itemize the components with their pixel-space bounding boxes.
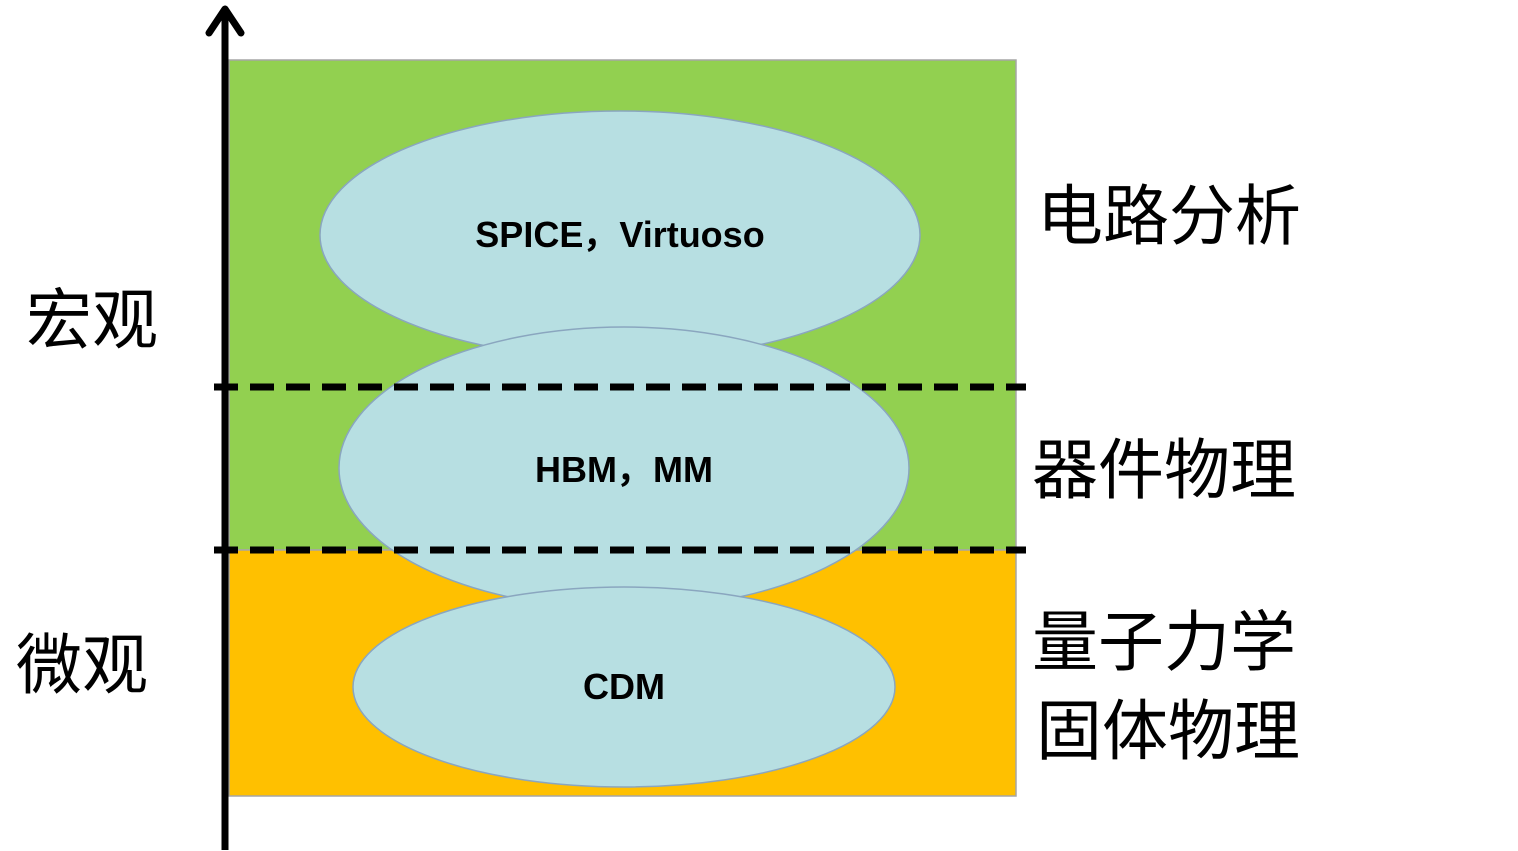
ellipse-label-cdm: CDM [583,666,665,707]
scale-axis-arrow [205,5,245,850]
ellipse-label-spice: SPICE，Virtuoso [475,214,764,255]
level-label-solid-state: 固体物理 [1036,693,1300,770]
level-label-circuit: 电路分析 [1037,178,1301,255]
ellipse-label-hbm: HBM，MM [535,449,713,490]
level-label-device: 器件物理 [1032,432,1296,509]
level-label-quantum: 量子力学 [1032,604,1296,681]
arrow-up-icon [205,5,245,37]
cdm-ellipse [352,586,896,788]
macro-label: 宏观 [26,282,158,359]
micro-label: 微观 [16,627,148,704]
